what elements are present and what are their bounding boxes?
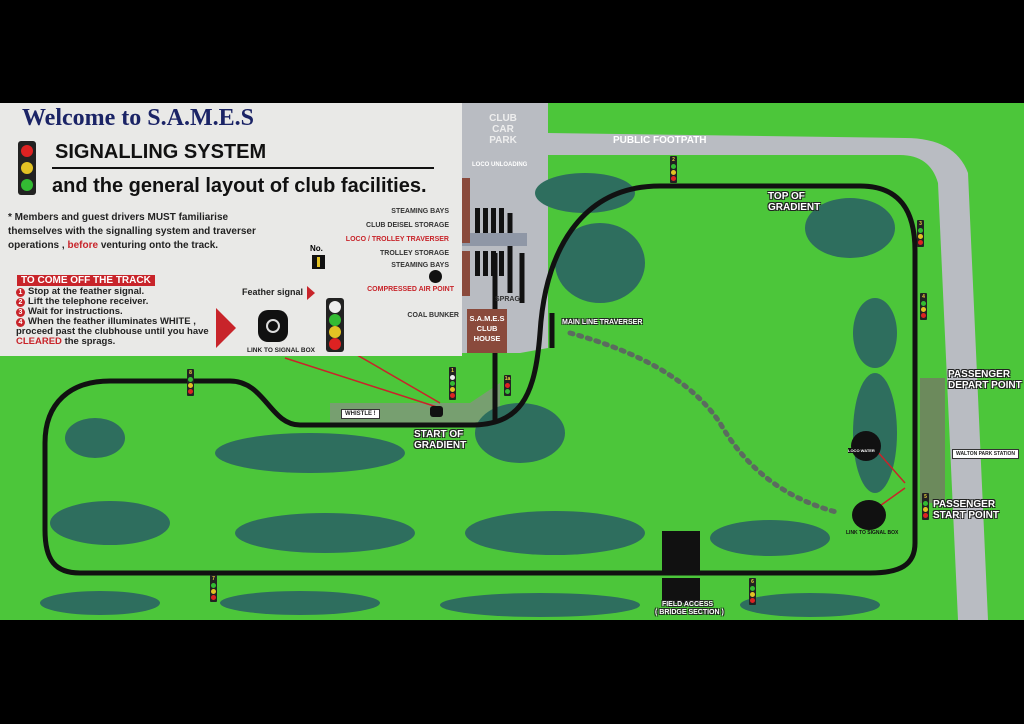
public-footpath [548,133,988,620]
telephone-icon [430,406,443,417]
feather-number-box [312,255,325,269]
telephone-icon [852,500,886,530]
signal-1a: 1a [504,375,511,396]
steaming-bays-label: STEAMING BAYS [391,208,449,215]
main-track [42,183,918,576]
telephone-icon [258,310,288,342]
signal-6: 6 [749,578,756,605]
diesel-storage-label: CLUB DEISEL STORAGE [366,222,449,229]
traverser-label: LOCO / TROLLEY TRAVERSER [345,236,449,243]
dotted-path [567,330,843,516]
traffic-light-icon [18,141,36,195]
club-layout-sign: Welcome to S.A.M.E.S SIGNALLING SYSTEM a… [0,103,1024,620]
signal-number-label: No. [310,244,323,253]
layout-subtitle: and the general layout of club facilitie… [52,175,427,197]
phone-links [284,347,906,514]
station-platform [920,378,945,503]
welcome-title: Welcome to S.A.M.E.S [22,105,254,131]
feather-signal-icon [326,298,344,352]
field-access-label: FIELD ACCESS( BRIDGE SECTION ) [655,601,724,616]
link-to-signal-box-label: LINK TO SIGNAL BOX [846,530,899,536]
air-tap-icon [429,270,442,283]
signalling-heading: SIGNALLING SYSTEM [55,141,267,163]
top-of-gradient-label: TOP OF GRADIENT [768,191,821,213]
clubhouse: S.A.M.E.S CLUB HOUSE [467,309,507,353]
coal-bunker-label: COAL BUNKER [407,312,459,319]
signal-1: 1 [449,367,456,400]
notice-text: * Members and guest drivers MUST familia… [8,212,256,251]
bridge-top [662,531,700,571]
map-drawing [40,103,988,620]
trolley-storage-label: TROLLEY STORAGE [380,250,449,257]
water-tap-icon [851,431,881,461]
signal-8: 8 [187,369,194,396]
sprag-label: SPRAG [495,296,520,303]
signal-4: 4 [920,293,927,320]
start-of-gradient-label: START OF GRADIENT [414,429,467,451]
come-off-heading: TO COME OFF THE TRACK [17,275,155,286]
loco-unloading-label: LOCO UNLOADING [472,162,528,168]
car-park-area [462,103,548,353]
signal-3: 3 [917,220,924,247]
public-footpath-label: PUBLIC FOOTPATH [613,135,707,146]
steaming-bays [475,208,504,276]
signal-5: 5 [922,493,929,520]
link-to-signal-box-label: LINK TO SIGNAL BOX [247,347,316,354]
main-line-traverser-label: MAIN LINE TRAVERSER [562,319,643,326]
tree-clusters [40,173,897,617]
signal-7: 7 [210,575,217,602]
arrow-icon [216,308,236,348]
info-panel: Welcome to S.A.M.E.S SIGNALLING SYSTEM a… [0,103,462,356]
passenger-start-label: PASSENGER START POINT [933,499,999,521]
traverser [462,233,527,246]
compressed-air-label: COMPRESSED AIR POINT [367,286,454,293]
signal-2: 2 [670,156,677,183]
station-sign: WALTON PARK STATION [952,449,1019,459]
feather-signal-label: Feather signal [242,287,304,297]
passenger-depart-label: PASSENGER DEPART POINT [948,369,1022,391]
club-car-park-label: CLUB CAR PARK [489,113,517,146]
loco-water-label: LOCO WATER [848,448,875,453]
whistle-sign: WHISTLE ! [341,409,380,419]
steaming-bays-2-label: STEAMING BAYS [391,262,449,269]
